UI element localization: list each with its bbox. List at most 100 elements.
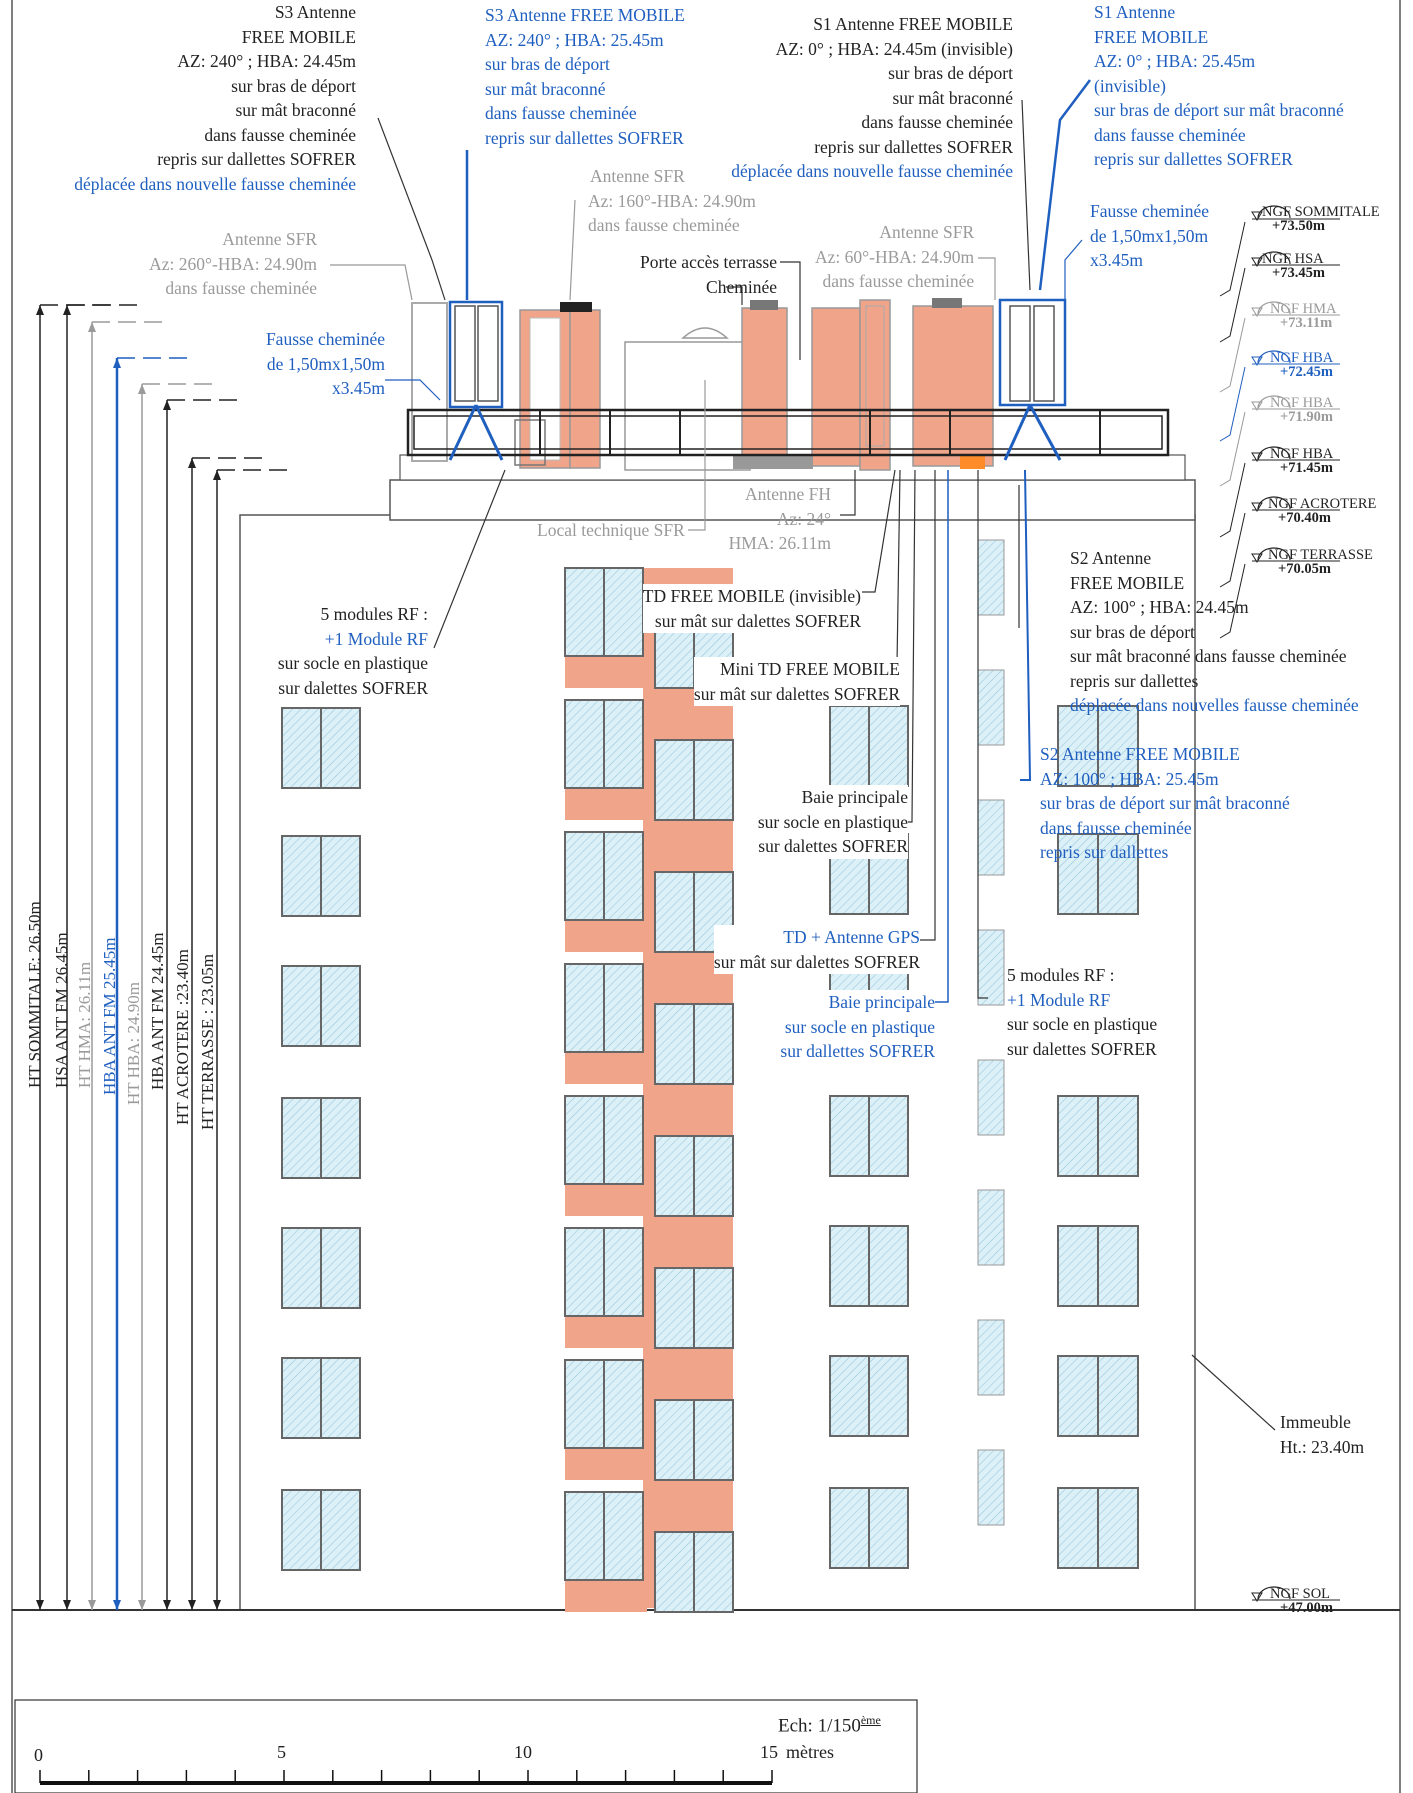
ngf-level-symbol	[1219, 446, 1340, 538]
height-dimension-line	[213, 469, 287, 1610]
height-dimension-line	[163, 399, 237, 1610]
modules-rf-left-label: 5 modules RF : +1 Module RF sur socle en…	[277, 604, 428, 698]
roof-railing	[406, 404, 1170, 461]
window	[1057, 705, 1139, 787]
scale-unit: mètres	[786, 1742, 834, 1762]
window-grid	[281, 539, 1139, 1613]
window	[654, 1267, 734, 1349]
height-dimension-line	[36, 304, 110, 1610]
window	[654, 1399, 734, 1481]
window	[564, 963, 644, 1053]
height-terrasse: HT TERRASSE : 23.05m	[198, 953, 217, 1130]
ngf-level-hba-new: NGF HBA+72.45m	[1270, 350, 1334, 380]
ngf-level-hsa: NGF HSA+73.45m	[1262, 251, 1325, 281]
window	[1057, 1487, 1139, 1569]
ngf-level-symbol	[1219, 251, 1340, 343]
narrow-window	[977, 1189, 1005, 1266]
height-dimension-line	[113, 357, 187, 1610]
window	[281, 1489, 361, 1571]
window	[1057, 1355, 1139, 1437]
s3-moved-note: déplacée dans nouvelle fausse cheminée	[74, 173, 356, 194]
height-dimension-line	[63, 304, 137, 1610]
height-hba-fm-existing: HBA ANT FM 24.45m	[148, 932, 167, 1090]
ngf-level-symbol	[1219, 301, 1340, 393]
scale-label-15: 15	[760, 1742, 778, 1762]
narrow-window	[977, 1449, 1005, 1526]
window	[281, 965, 361, 1047]
window	[281, 1357, 361, 1439]
ngf-level-symbol	[1219, 547, 1340, 639]
height-sommitale: HT SOMMITALE: 26.50m	[25, 901, 44, 1088]
window	[829, 705, 909, 787]
height-acrotere: HT ACROTERE :23.40m	[173, 949, 192, 1125]
window	[1057, 1095, 1139, 1177]
scale-title: Ech: 1/150ème	[778, 1713, 881, 1737]
window	[564, 567, 644, 657]
scale-ticks	[39, 1770, 773, 1783]
window	[281, 1227, 361, 1309]
height-hba-sfr: HT HBA: 24.90m	[124, 982, 143, 1105]
ngf-level-acrotere: NGF ACROTERE+70.40m	[1268, 496, 1377, 526]
leader-lines	[330, 79, 1276, 1431]
window	[654, 1531, 734, 1613]
s2-moved-note: déplacée dans nouvelles fausse cheminée	[1070, 695, 1359, 715]
height-dimension-line	[138, 383, 212, 1610]
roof-equipment	[411, 298, 1067, 471]
window	[564, 1491, 644, 1581]
window	[564, 699, 644, 789]
window	[654, 739, 734, 821]
ngf-level-sol: NGF SOL+47.00m	[1270, 1586, 1333, 1616]
window	[829, 1487, 909, 1569]
height-dimension-line	[188, 457, 262, 1610]
s1-moved-note: déplacée dans nouvelle fausse cheminée	[731, 161, 1013, 181]
scale-label-5: 5	[277, 1742, 286, 1762]
page-frame	[11, 0, 1401, 1793]
ngf-level-hba-sfr: NGF HBA+71.90m	[1270, 395, 1334, 425]
height-hma: HT HMA: 26.11m	[75, 961, 94, 1088]
ngf-level-symbol	[1219, 205, 1340, 297]
window	[829, 1095, 909, 1177]
height-hba-fm-new: HBA ANT FM 25.45m	[100, 937, 119, 1095]
ngf-level-symbol	[1219, 350, 1340, 442]
window	[281, 835, 361, 917]
window	[564, 1359, 644, 1449]
ngf-level-terrasse: NGF TERRASSE+70.05m	[1268, 547, 1373, 577]
height-dimension-line	[88, 321, 162, 1610]
ngf-level-symbol	[1251, 1586, 1340, 1602]
narrow-window	[977, 1059, 1005, 1136]
ngf-level-symbol	[1219, 395, 1340, 487]
scale-label-10: 10	[514, 1742, 532, 1762]
td-free-invisible-label: TD FREE MOBILE (invisible)sur mât sur da…	[642, 584, 861, 633]
window	[1057, 1225, 1139, 1307]
window	[564, 1095, 644, 1185]
ngf-level-hba-existing: NGF HBA+71.45m	[1270, 446, 1334, 476]
narrow-window	[977, 669, 1005, 746]
window	[281, 1097, 361, 1179]
height-hsa-fm: HSA ANT FM 26.45m	[52, 932, 71, 1088]
ngf-level-sommitale: NGF SOMMITALE+73.50m	[1262, 204, 1380, 234]
window	[564, 831, 644, 921]
scale-label-0: 0	[34, 1745, 43, 1765]
narrow-window	[977, 799, 1005, 876]
ngf-level-hma: NGF HMA+73.11m	[1270, 301, 1337, 331]
narrow-window	[977, 539, 1005, 616]
ngf-level-symbol	[1219, 496, 1340, 588]
local-technique-sfr-label: Local technique SFR	[537, 520, 685, 540]
window	[829, 1355, 909, 1437]
scale-box	[14, 1699, 918, 1793]
